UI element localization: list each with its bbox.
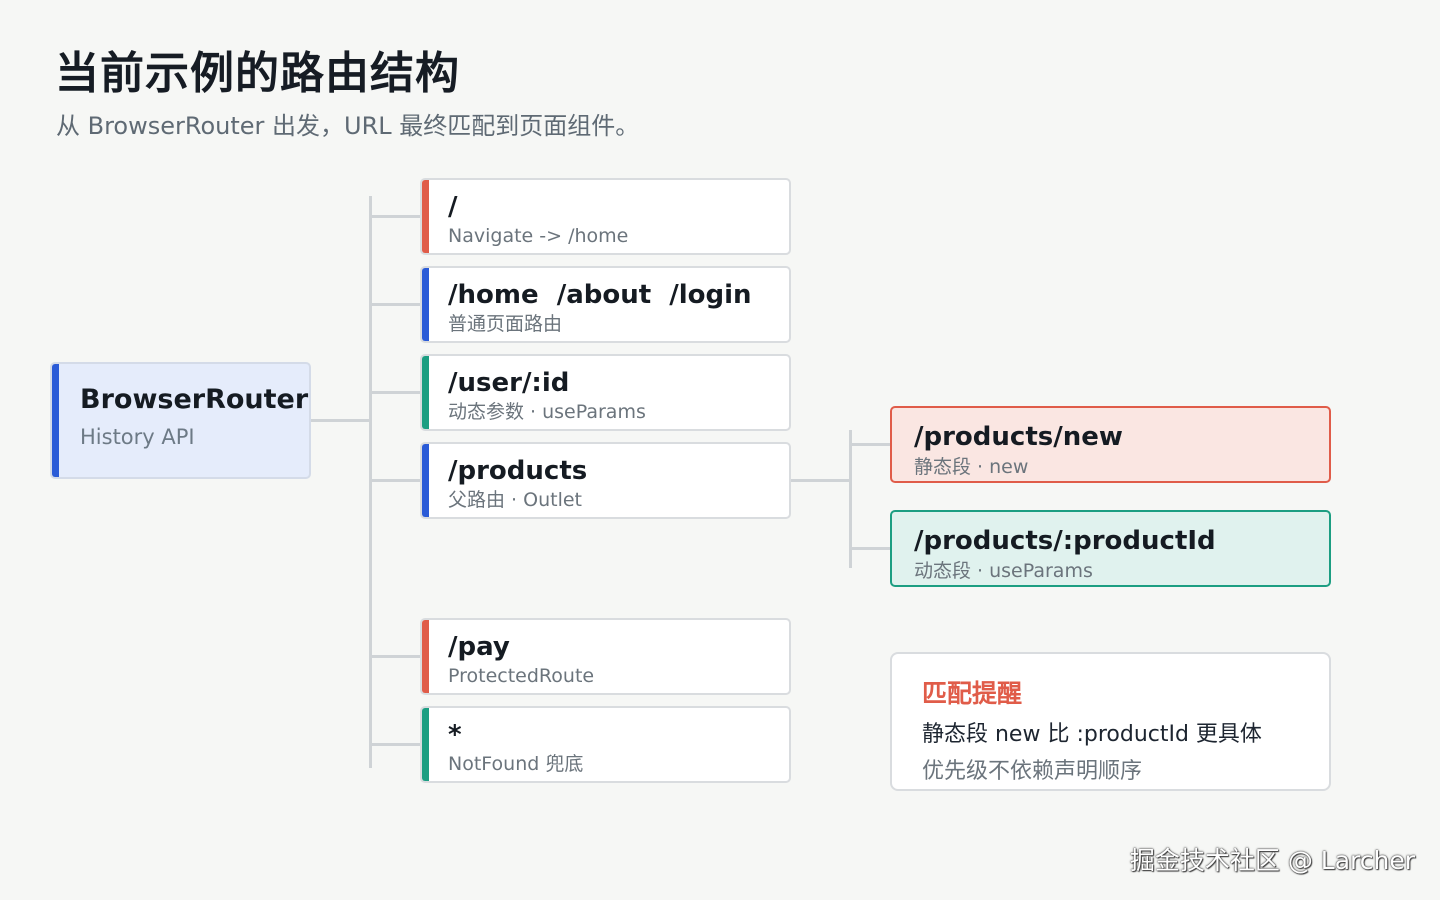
connector-branch xyxy=(369,743,420,746)
browser-router-node: BrowserRouter History API xyxy=(50,362,311,479)
page-subtitle: 从 BrowserRouter 出发，URL 最终匹配到页面组件。 xyxy=(56,112,640,140)
node-subtitle: History API xyxy=(80,425,195,449)
connector-branch xyxy=(369,655,420,658)
route-description: NotFound 兜底 xyxy=(448,753,584,775)
route-path: / xyxy=(448,192,458,222)
tip-line: 优先级不依赖声明顺序 xyxy=(922,759,1143,784)
route-description: 动态段 · useParams xyxy=(914,560,1093,582)
accent-bar xyxy=(422,620,429,693)
match-tip-box: 匹配提醒 静态段 new 比 :productId 更具体 优先级不依赖声明顺序 xyxy=(890,652,1331,791)
route-node-products: /products 父路由 · Outlet xyxy=(420,442,791,519)
connector-branch xyxy=(369,479,420,482)
route-path: /products/:productId xyxy=(914,526,1216,556)
accent-bar xyxy=(422,180,429,253)
route-description: 动态参数 · useParams xyxy=(448,401,646,423)
accent-bar xyxy=(422,444,429,517)
route-node-products-new: /products/new 静态段 · new xyxy=(890,406,1331,483)
route-path: /products/new xyxy=(914,422,1123,452)
route-node-root: / Navigate -> /home xyxy=(420,178,791,255)
route-description: 父路由 · Outlet xyxy=(448,489,582,511)
accent-bar xyxy=(422,268,429,341)
connector-branch xyxy=(369,215,420,218)
route-path: /pay xyxy=(448,632,510,662)
route-description: 静态段 · new xyxy=(914,456,1029,478)
route-path: /products xyxy=(448,456,588,486)
connector-nested-branch xyxy=(849,547,890,550)
connector-products xyxy=(790,479,852,482)
accent-bar xyxy=(52,364,59,477)
route-node-products-id: /products/:productId 动态段 · useParams xyxy=(890,510,1331,587)
connector-nested-branch xyxy=(849,443,890,446)
tip-line: 静态段 new 比 :productId 更具体 xyxy=(922,722,1262,747)
route-path: * xyxy=(448,720,462,750)
route-path: /user/:id xyxy=(448,368,570,398)
route-description: 普通页面路由 xyxy=(448,313,563,335)
route-description: ProtectedRoute xyxy=(448,665,595,687)
connector-trunk xyxy=(369,196,372,768)
route-node-pages: /home /about /login 普通页面路由 xyxy=(420,266,791,343)
route-node-pay: /pay ProtectedRoute xyxy=(420,618,791,695)
route-node-user: /user/:id 动态参数 · useParams xyxy=(420,354,791,431)
route-node-notfound: * NotFound 兜底 xyxy=(420,706,791,783)
connector-branch xyxy=(369,391,420,394)
tip-heading: 匹配提醒 xyxy=(922,679,1023,708)
connector-branch xyxy=(369,303,420,306)
connector-nested-trunk xyxy=(849,430,852,568)
accent-bar xyxy=(422,356,429,429)
accent-bar xyxy=(422,708,429,781)
page-title: 当前示例的路由结构 xyxy=(55,48,460,99)
node-title: BrowserRouter xyxy=(80,384,309,415)
route-description: Navigate -> /home xyxy=(448,225,629,247)
connector-root xyxy=(311,419,371,422)
watermark: 掘金技术社区 @ Larcher xyxy=(1129,846,1415,875)
route-path: /home /about /login xyxy=(448,280,752,310)
